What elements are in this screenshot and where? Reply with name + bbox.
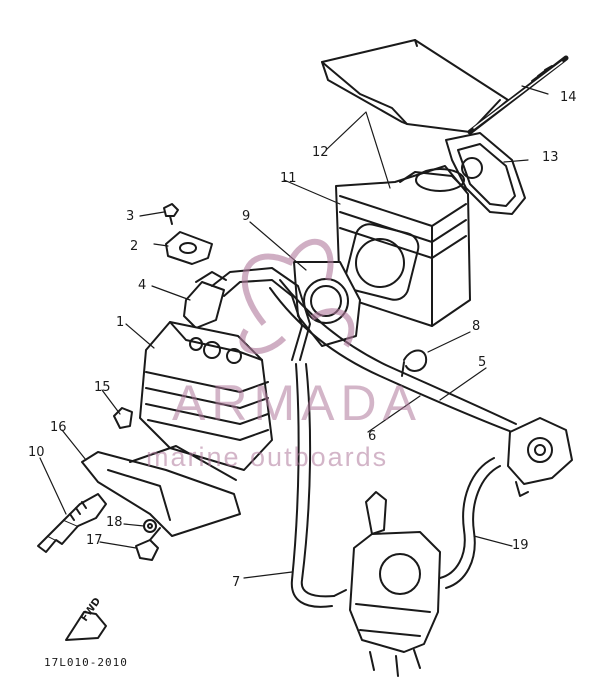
fwd-arrow bbox=[65, 611, 107, 641]
callout-10: 10 bbox=[28, 445, 45, 460]
diagram-code: 17L010-2010 bbox=[44, 656, 128, 669]
spark-plug bbox=[37, 493, 107, 553]
hose-7 bbox=[290, 363, 335, 608]
leader-lines bbox=[39, 85, 549, 579]
callout-2: 2 bbox=[130, 239, 139, 254]
watermark-subtitle: marine outboards bbox=[146, 442, 389, 472]
hose-clip bbox=[401, 349, 428, 377]
callout-3: 3 bbox=[126, 209, 135, 224]
stud-bolt bbox=[467, 55, 569, 135]
callout-12: 12 bbox=[312, 145, 329, 160]
watermark-title: ARMADA bbox=[172, 375, 422, 431]
cover-plate bbox=[321, 39, 509, 133]
callout-16: 16 bbox=[50, 420, 67, 435]
drain-nut bbox=[113, 407, 133, 429]
callout-19: 19 bbox=[512, 538, 529, 553]
crankcase bbox=[139, 321, 273, 471]
bolt-17 bbox=[135, 527, 161, 561]
bolt-small bbox=[163, 203, 179, 225]
callout-17: 17 bbox=[86, 533, 103, 548]
mount-bracket bbox=[81, 445, 241, 537]
callout-1: 1 bbox=[116, 315, 125, 330]
fuel-pump bbox=[507, 417, 573, 497]
hose-19 bbox=[439, 457, 501, 589]
callout-8: 8 bbox=[472, 319, 481, 334]
callout-9: 9 bbox=[242, 209, 251, 224]
callout-14: 14 bbox=[560, 90, 577, 105]
flange-gasket bbox=[165, 231, 213, 265]
washer-18 bbox=[143, 519, 157, 533]
callout-13: 13 bbox=[542, 150, 559, 165]
watermark-emblem bbox=[239, 238, 355, 355]
callout-11: 11 bbox=[280, 171, 297, 186]
callout-18: 18 bbox=[106, 515, 123, 530]
callout-4: 4 bbox=[138, 278, 147, 293]
hose-long bbox=[269, 279, 517, 433]
callout-15: 15 bbox=[94, 380, 111, 395]
callout-7: 7 bbox=[232, 575, 241, 590]
callout-5: 5 bbox=[478, 355, 487, 370]
carburetor bbox=[333, 491, 441, 677]
callout-6: 6 bbox=[368, 429, 377, 444]
head-gasket bbox=[445, 132, 526, 215]
